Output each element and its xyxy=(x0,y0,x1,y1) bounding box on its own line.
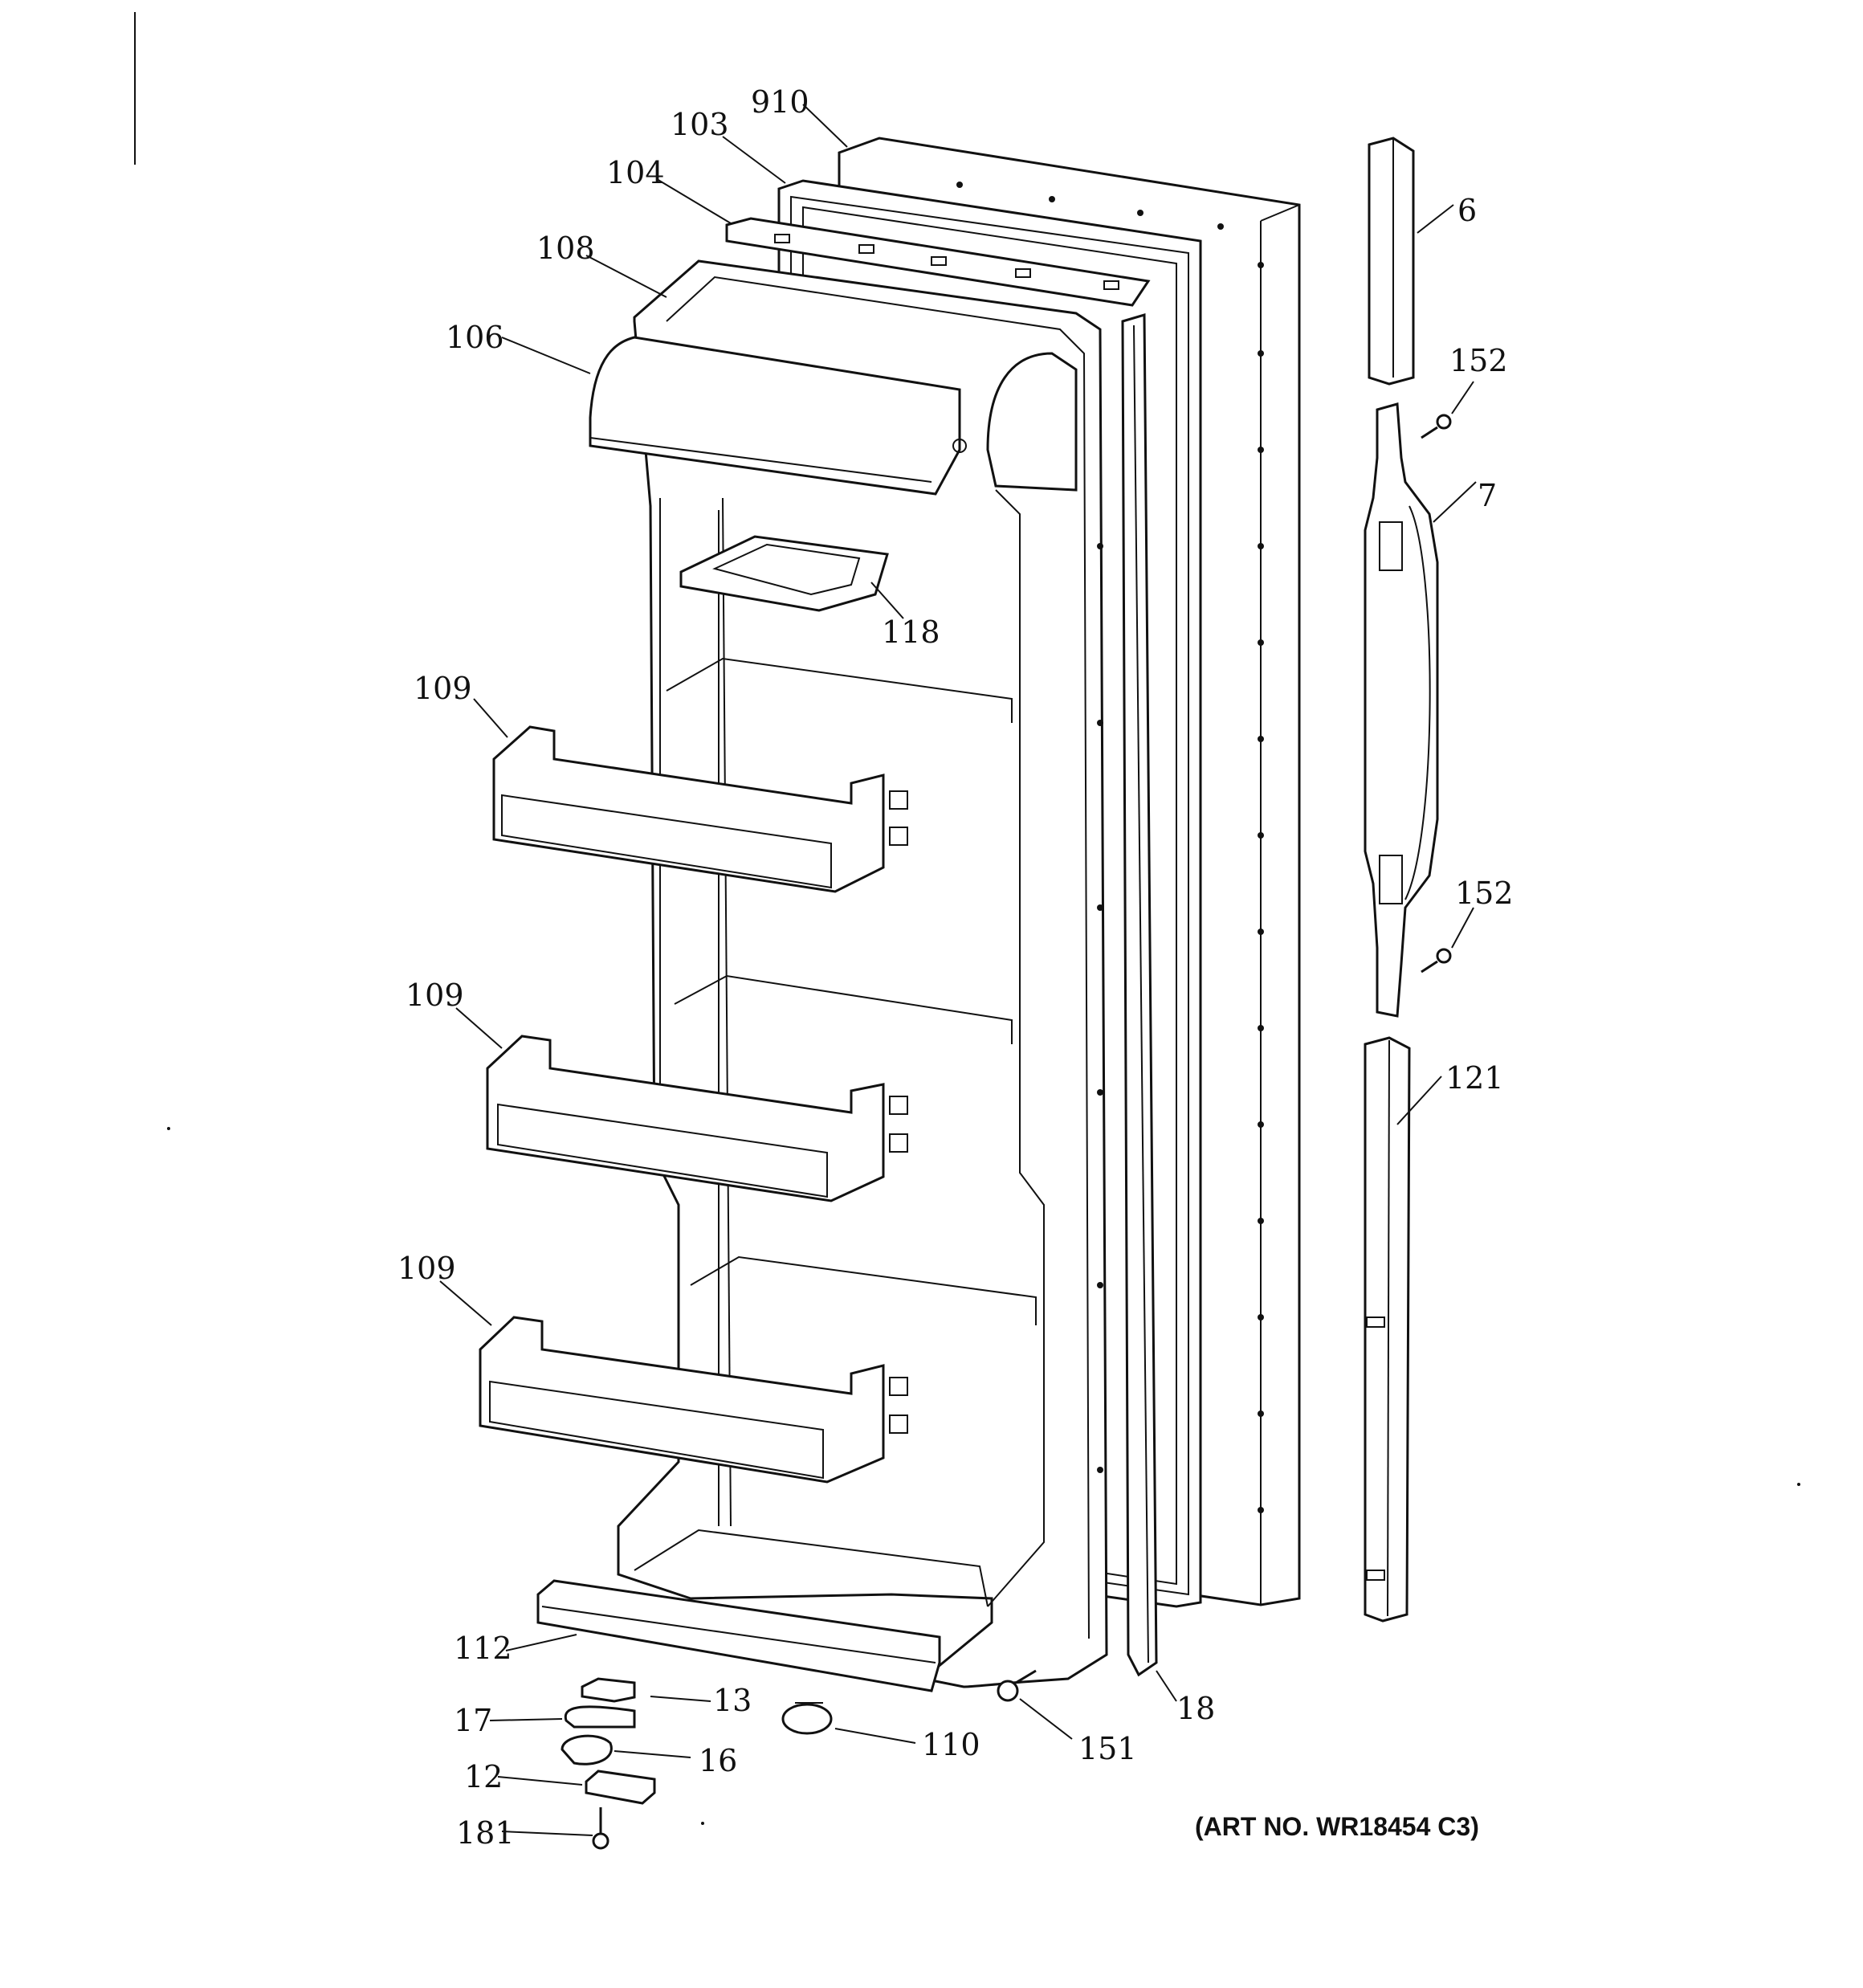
callout-109-top: 109 xyxy=(414,671,472,706)
callout-118: 118 xyxy=(882,614,940,650)
callout-121: 121 xyxy=(1445,1060,1504,1096)
dairy-compartment-door xyxy=(589,336,1078,496)
callout-13: 13 xyxy=(713,1683,752,1718)
callout-103: 103 xyxy=(671,107,729,142)
egg-tray xyxy=(679,535,889,612)
art-number: (ART NO. WR18454 C3) xyxy=(1195,1812,1479,1841)
callout-110: 110 xyxy=(922,1727,980,1762)
callout-108: 108 xyxy=(536,231,595,266)
screw-152-top xyxy=(1421,414,1452,439)
callout-18: 18 xyxy=(1176,1691,1215,1726)
callout-151: 151 xyxy=(1078,1731,1137,1766)
callout-17: 17 xyxy=(454,1703,492,1738)
callout-7: 7 xyxy=(1478,478,1497,513)
leader-lines xyxy=(439,104,1477,1836)
screw-152-bottom xyxy=(1421,948,1452,974)
handle xyxy=(1364,402,1439,1018)
hinge-plate-13 xyxy=(581,1677,636,1703)
callout-labels: 910 103 104 108 106 118 109 109 109 112 … xyxy=(397,84,1514,1851)
callout-112: 112 xyxy=(454,1631,512,1666)
callout-910: 910 xyxy=(751,84,809,120)
callout-152-bottom: 152 xyxy=(1455,876,1514,911)
callout-152-top: 152 xyxy=(1449,343,1508,378)
callout-16: 16 xyxy=(699,1743,737,1778)
callout-104: 104 xyxy=(606,155,665,190)
breaker-strip xyxy=(725,217,1151,307)
cap-110 xyxy=(781,1702,833,1735)
callout-12: 12 xyxy=(464,1759,503,1794)
callout-181: 181 xyxy=(456,1815,515,1851)
callout-6: 6 xyxy=(1457,193,1477,228)
handle-trim xyxy=(1364,1036,1411,1623)
hinge-parts xyxy=(561,1677,656,1850)
door-bin-top xyxy=(492,725,908,893)
door-bin-middle xyxy=(486,1035,908,1202)
hinge-bracket-12 xyxy=(585,1770,656,1805)
callout-109-middle: 109 xyxy=(406,978,464,1013)
callout-109-bottom: 109 xyxy=(397,1251,456,1286)
door-liner xyxy=(617,259,1108,1688)
handle-cap xyxy=(1368,137,1415,386)
screw-151 xyxy=(997,1669,1037,1702)
door-bin-bottom xyxy=(479,1316,908,1484)
hinge-bushing-16 xyxy=(561,1734,613,1766)
callout-106: 106 xyxy=(446,320,504,355)
bottom-trim xyxy=(536,1579,941,1692)
side-rail xyxy=(1121,312,1158,1677)
hinge-cam-17 xyxy=(564,1705,636,1729)
